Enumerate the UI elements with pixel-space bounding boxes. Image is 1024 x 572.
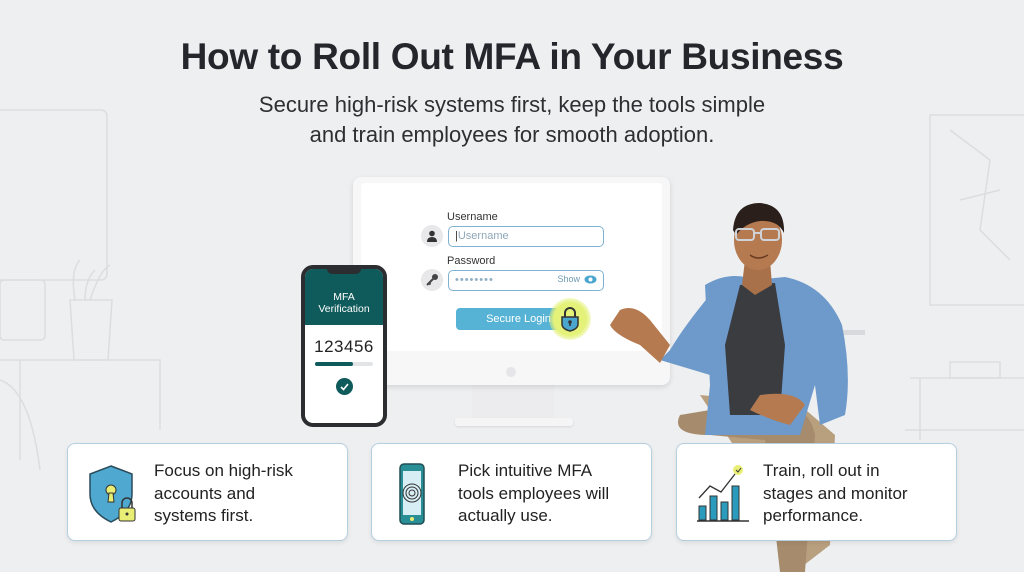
monitor-stand — [472, 385, 554, 421]
shield-lock-icon — [89, 465, 136, 523]
phone-fingerprint-icon — [399, 463, 425, 525]
code-progress-bar — [315, 362, 373, 366]
mfa-header-line-1: MFA — [333, 291, 355, 303]
show-password-toggle[interactable]: Show — [557, 274, 597, 284]
card-3-line-1: Train, roll out in — [763, 461, 880, 480]
card-3-line-2: stages and monitor — [763, 483, 908, 503]
card-1-line-3: systems first. — [154, 506, 254, 525]
username-input[interactable]: |Username — [448, 226, 604, 247]
tip-card-high-risk: Focus on high-risk accounts and systems fi… — [67, 443, 348, 541]
subtitle-line-1: Secure high-risk systems first, keep the… — [258, 92, 766, 117]
login-screen: Username |Username Password •••••••• Sho… — [361, 183, 662, 351]
phone-notch — [327, 269, 361, 274]
monitor-base — [455, 418, 573, 426]
key-icon — [421, 269, 443, 291]
user-icon — [421, 225, 443, 247]
password-label: Password — [447, 255, 496, 267]
card-2-line-2: tools employees will — [458, 483, 610, 503]
password-input[interactable]: •••••••• Show — [448, 270, 604, 291]
username-placeholder: Username — [457, 230, 509, 242]
lock-icon — [549, 298, 591, 340]
code-progress-fill — [315, 362, 353, 366]
monitor-camera-dot — [506, 367, 516, 377]
card-1-line-2: accounts and — [154, 483, 256, 503]
show-label: Show — [557, 274, 580, 284]
username-label: Username — [447, 211, 498, 223]
page-title: How to Roll Out MFA in Your Business — [180, 36, 844, 77]
card-2-line-3: actually use. — [458, 506, 553, 525]
mfa-header-line-2: Verification — [318, 303, 370, 315]
card-3-line-3: performance. — [763, 506, 864, 525]
tip-card-intuitive-tools: Pick intuitive MFA tools employees will ac… — [371, 443, 652, 541]
check-icon — [335, 378, 353, 395]
subtitle-line-2: and train employees for smooth adoption. — [309, 122, 715, 147]
tip-card-train-rollout: Train, roll out in stages and monitor perf… — [676, 443, 957, 541]
card-2-line-1: Pick intuitive MFA — [458, 461, 593, 480]
bar-chart-growth-icon — [697, 465, 749, 522]
password-mask: •••••••• — [455, 274, 494, 286]
monitor: Username |Username Password •••••••• Sho… — [353, 177, 670, 385]
eye-icon — [584, 275, 597, 283]
mfa-code: 123456 — [314, 337, 374, 356]
card-1-line-1: Focus on high-risk — [154, 461, 293, 480]
